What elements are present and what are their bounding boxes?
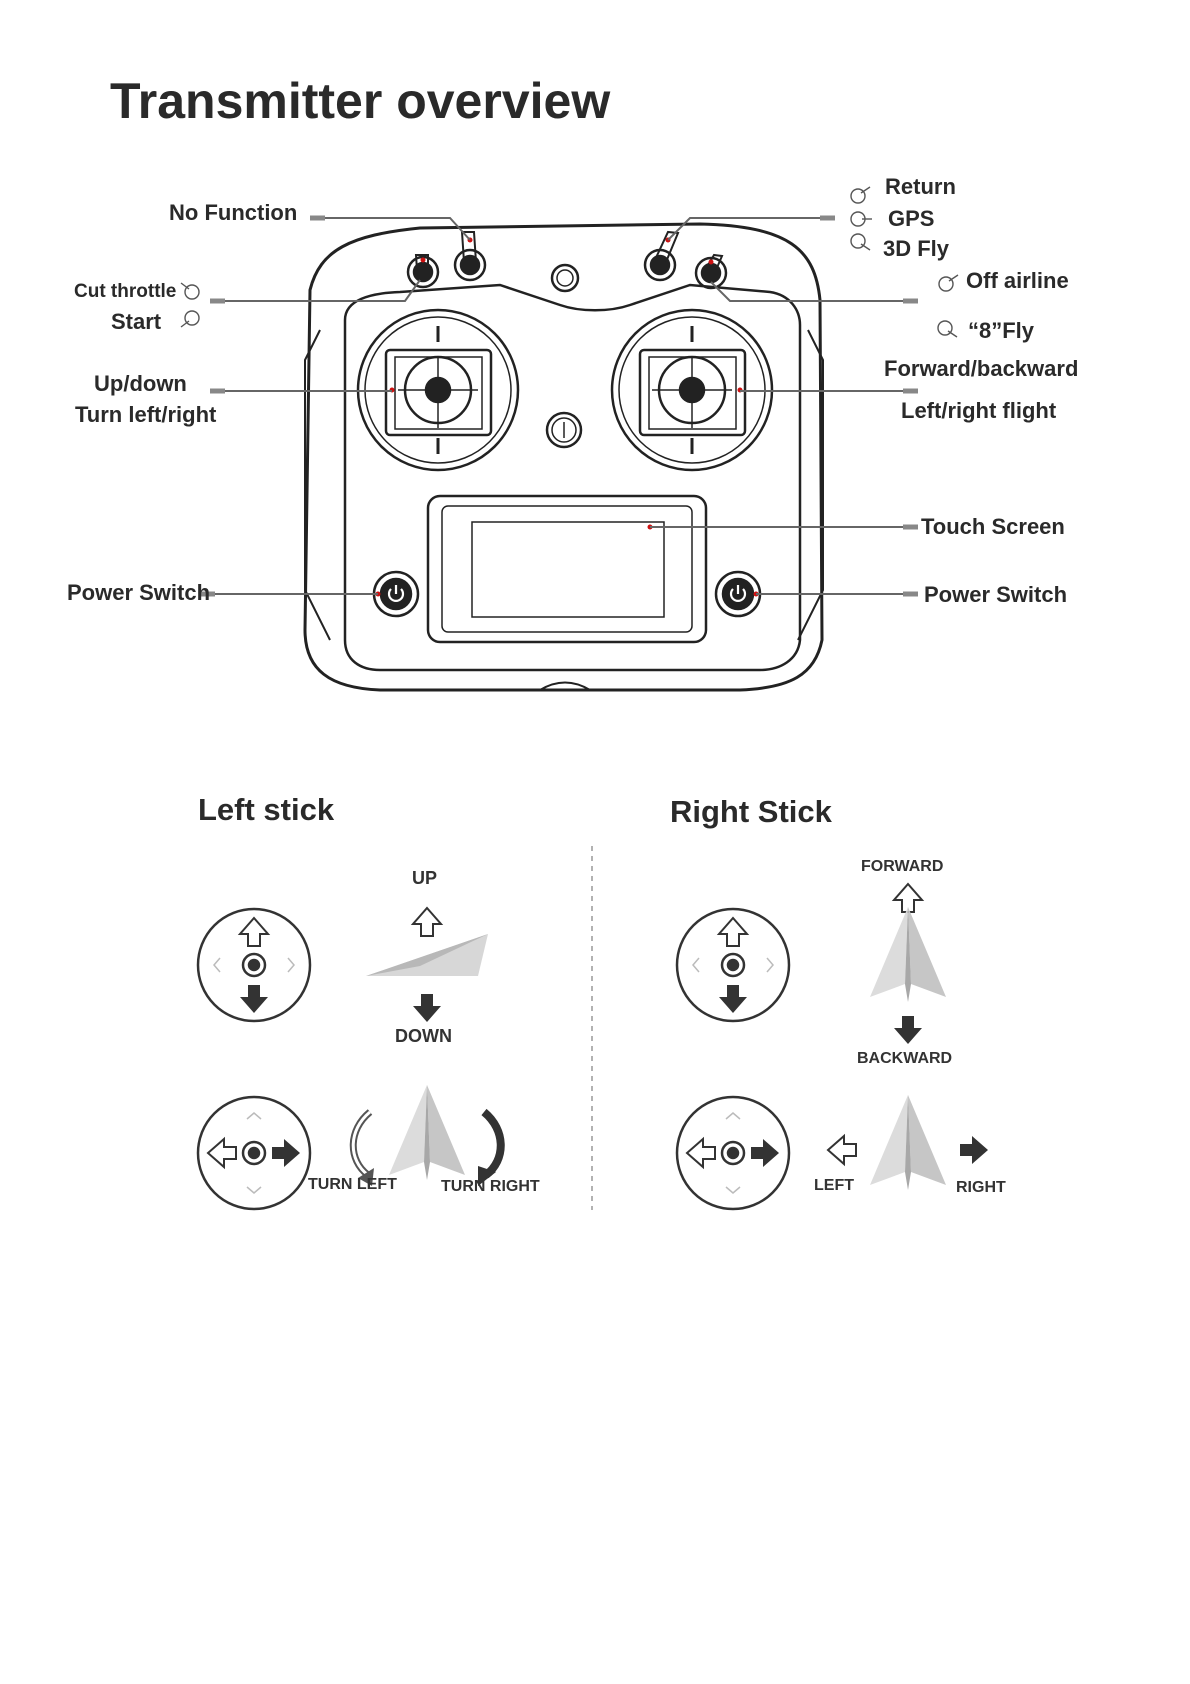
caption-up: UP bbox=[412, 868, 437, 889]
caption-forward: FORWARD bbox=[861, 858, 943, 876]
caption-down: DOWN bbox=[395, 1026, 452, 1047]
right-arrow-icon bbox=[272, 1139, 300, 1167]
paper-plane-icon bbox=[389, 1085, 465, 1180]
left-arrow-icon bbox=[208, 1139, 236, 1167]
caption-turn-right: TURN RIGHT bbox=[441, 1178, 540, 1196]
backward-arrow-icon bbox=[894, 1016, 922, 1044]
caption-turn-left: TURN LEFT bbox=[308, 1176, 397, 1194]
down-arrow-icon bbox=[240, 985, 268, 1013]
down-arrow-icon bbox=[719, 985, 747, 1013]
caption-left: LEFT bbox=[814, 1177, 854, 1195]
down-arrow-icon bbox=[413, 994, 441, 1022]
right-arrow-icon bbox=[751, 1139, 779, 1167]
left-arrow-icon bbox=[828, 1136, 856, 1164]
turn-left-arrow-icon bbox=[353, 1112, 374, 1186]
up-arrow-icon bbox=[413, 908, 441, 936]
right-arrow-icon bbox=[960, 1136, 988, 1164]
turn-right-arrow-icon bbox=[478, 1112, 501, 1186]
climb-wedge-icon bbox=[366, 934, 488, 976]
paper-plane-icon bbox=[870, 1095, 946, 1190]
left-arrow-icon bbox=[687, 1139, 715, 1167]
caption-backward: BACKWARD bbox=[857, 1050, 952, 1068]
paper-plane-icon bbox=[870, 907, 946, 1002]
caption-right: RIGHT bbox=[956, 1179, 1006, 1197]
up-arrow-icon bbox=[719, 918, 747, 946]
up-arrow-icon bbox=[240, 918, 268, 946]
